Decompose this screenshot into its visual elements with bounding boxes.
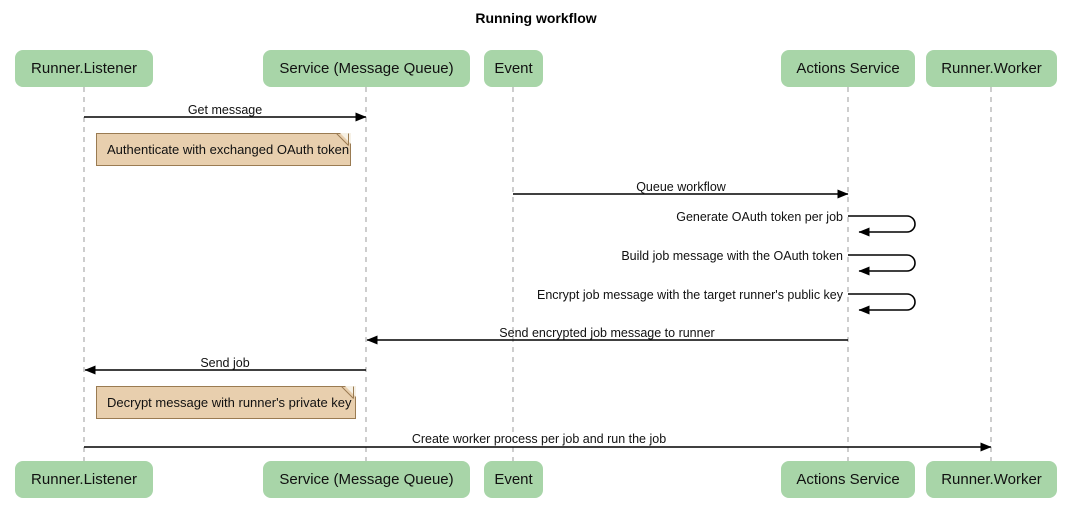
note-decrypt-message-with-runners-private-key: Decrypt message with runner's private ke… bbox=[96, 386, 356, 419]
message-label-generate-oauth-token-per-job: Generate OAuth token per job bbox=[676, 210, 843, 224]
note-authenticate-with-exchanged-oauth-token: Authenticate with exchanged OAuth token bbox=[96, 133, 351, 166]
page-title: Running workflow bbox=[475, 10, 597, 26]
message-label-get-message: Get message bbox=[187, 103, 263, 117]
message-label-encrypt-job-message-with-the-target-runners-public-key: Encrypt job message with the target runn… bbox=[536, 288, 843, 302]
self-message-build-job-message-with-the-oauth-token bbox=[848, 254, 916, 276]
participant-label: Runner.Listener bbox=[31, 60, 137, 77]
participant-service-message-queue-top[interactable]: Service (Message Queue) bbox=[263, 50, 470, 87]
participant-runner-listener-top[interactable]: Runner.Listener bbox=[15, 50, 153, 87]
participant-event-bottom[interactable]: Event bbox=[484, 461, 543, 498]
participant-label: Service (Message Queue) bbox=[279, 60, 454, 77]
note-fold-corner-icon bbox=[345, 386, 356, 397]
participant-label: Runner.Worker bbox=[941, 471, 1042, 488]
participant-label: Actions Service bbox=[796, 471, 900, 488]
self-message-generate-oauth-token-per-job bbox=[848, 215, 916, 237]
message-label-queue-workflow: Queue workflow bbox=[636, 180, 726, 194]
participant-runner-worker-top[interactable]: Runner.Worker bbox=[926, 50, 1057, 87]
participant-actions-service-top[interactable]: Actions Service bbox=[781, 50, 915, 87]
participant-runner-worker-bottom[interactable]: Runner.Worker bbox=[926, 461, 1057, 498]
message-label-send-job: Send job bbox=[200, 356, 250, 370]
note-label: Authenticate with exchanged OAuth token bbox=[107, 142, 350, 157]
participant-label: Runner.Listener bbox=[31, 471, 137, 488]
note-label: Decrypt message with runner's private ke… bbox=[107, 395, 352, 410]
participant-event-top[interactable]: Event bbox=[484, 50, 543, 87]
participant-label: Event bbox=[494, 471, 533, 488]
self-message-encrypt-job-message-with-the-target-runners-public-key bbox=[848, 293, 916, 315]
participant-label: Actions Service bbox=[796, 60, 900, 77]
participant-label: Event bbox=[494, 60, 533, 77]
participant-label: Runner.Worker bbox=[941, 60, 1042, 77]
message-label-send-encrypted-job-message-to-runner: Send encrypted job message to runner bbox=[499, 326, 715, 340]
participant-service-message-queue-bottom[interactable]: Service (Message Queue) bbox=[263, 461, 470, 498]
note-fold-corner-icon bbox=[340, 133, 351, 144]
participant-runner-listener-bottom[interactable]: Runner.Listener bbox=[15, 461, 153, 498]
participant-actions-service-bottom[interactable]: Actions Service bbox=[781, 461, 915, 498]
lifelines-group bbox=[83, 87, 992, 461]
participant-label: Service (Message Queue) bbox=[279, 471, 454, 488]
message-label-create-worker-process-per-job-and-run-the-job: Create worker process per job and run th… bbox=[411, 432, 667, 446]
message-label-build-job-message-with-the-oauth-token: Build job message with the OAuth token bbox=[621, 249, 843, 263]
message-arrows-group bbox=[84, 112, 992, 452]
